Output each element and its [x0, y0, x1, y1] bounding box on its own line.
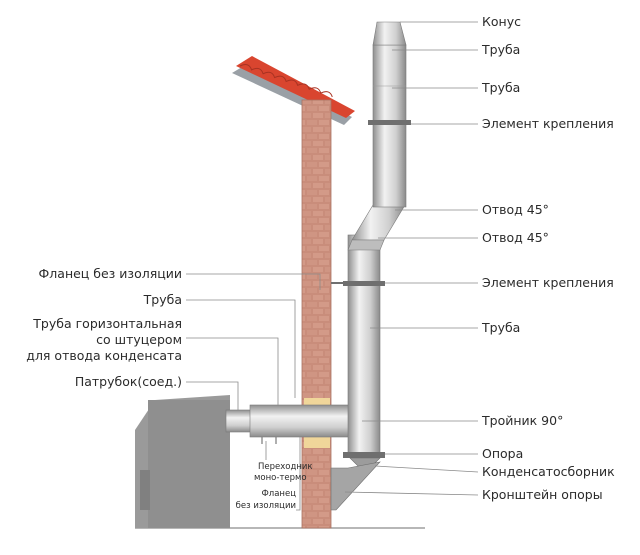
brick-chimney	[301, 99, 332, 529]
label-adapter-1: Переходник	[258, 462, 313, 472]
label-mount-lower: Элемент крепления	[482, 275, 614, 290]
label-pipe-horizontal-3: для отвода конденсата	[26, 348, 182, 363]
label-elbow-lower: Отвод 45°	[482, 230, 549, 245]
label-adapter-2: моно-термо	[254, 473, 307, 483]
insulation-bottom	[304, 436, 330, 448]
label-elbow-upper: Отвод 45°	[482, 202, 549, 217]
boiler	[135, 395, 230, 528]
label-pipe-top: Труба	[481, 42, 520, 57]
label-tee: Тройник 90°	[481, 413, 563, 428]
label-cone: Конус	[482, 14, 521, 29]
label-flange-top: Фланец без изоляции	[39, 266, 182, 281]
cone	[372, 21, 407, 46]
leader-lines-right	[344, 21, 479, 496]
label-flange-bottom-1: Фланец	[261, 489, 296, 499]
label-bracket: Кронштейн опоры	[482, 487, 603, 502]
leader-lines-left	[186, 273, 321, 511]
label-pipe-horizontal-2: со штуцером	[96, 332, 182, 347]
mount-clamp-upper	[368, 120, 411, 125]
label-flange-bottom-2: без изоляции	[236, 501, 296, 511]
label-pipe: Труба	[143, 292, 182, 307]
label-condensate: Конденсатосборник	[482, 464, 615, 479]
mount-clamp-lower	[343, 281, 385, 286]
label-pipe-upper: Труба	[481, 80, 520, 95]
label-pipe-horizontal-1: Труба горизонтальная	[32, 316, 182, 331]
lower-vertical-pipe	[347, 234, 381, 456]
label-pipe-middle: Труба	[481, 320, 520, 335]
horizontal-pipe	[249, 404, 361, 438]
label-mount-upper: Элемент крепления	[482, 116, 614, 131]
support-bracket	[330, 461, 381, 511]
support-plate	[343, 452, 385, 458]
roof	[232, 56, 355, 125]
label-nozzle: Патрубок(соед.)	[75, 374, 182, 389]
upper-vertical-pipe	[372, 44, 407, 208]
label-support: Опора	[482, 446, 523, 461]
